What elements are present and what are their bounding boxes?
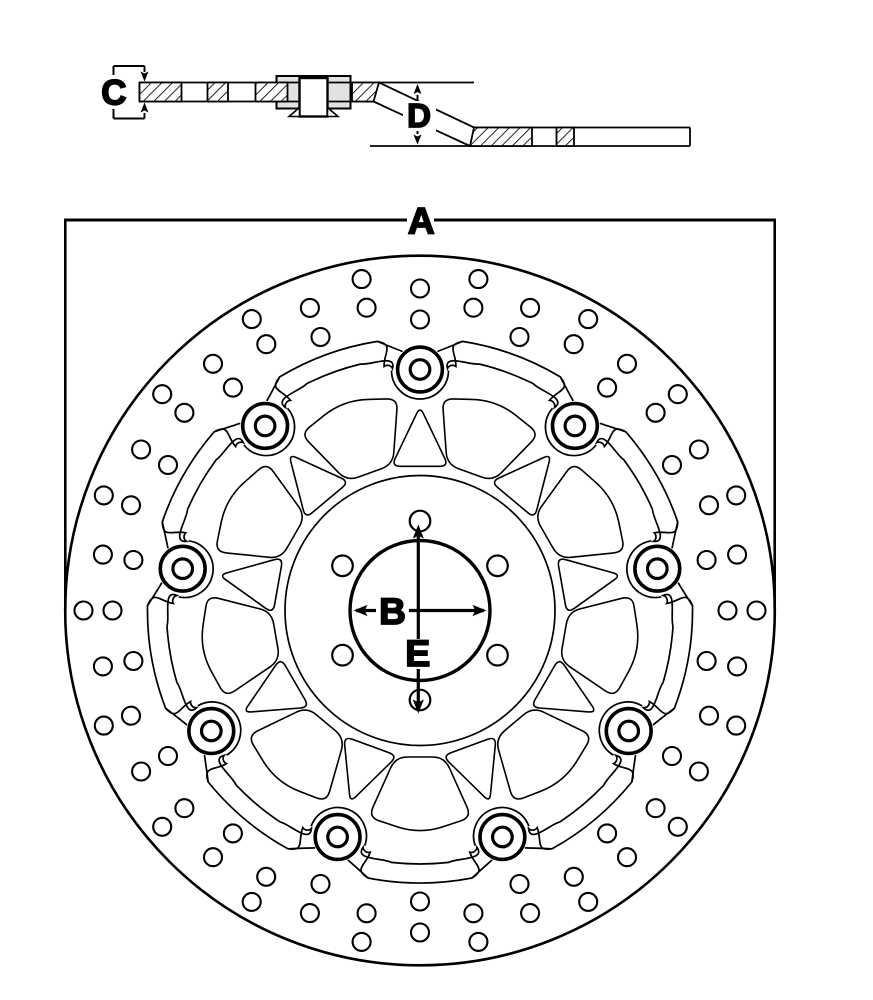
svg-text:E: E: [405, 632, 430, 674]
svg-text:D: D: [407, 97, 431, 134]
svg-text:A: A: [408, 201, 435, 242]
svg-text:B: B: [379, 591, 406, 632]
svg-text:C: C: [101, 74, 126, 113]
